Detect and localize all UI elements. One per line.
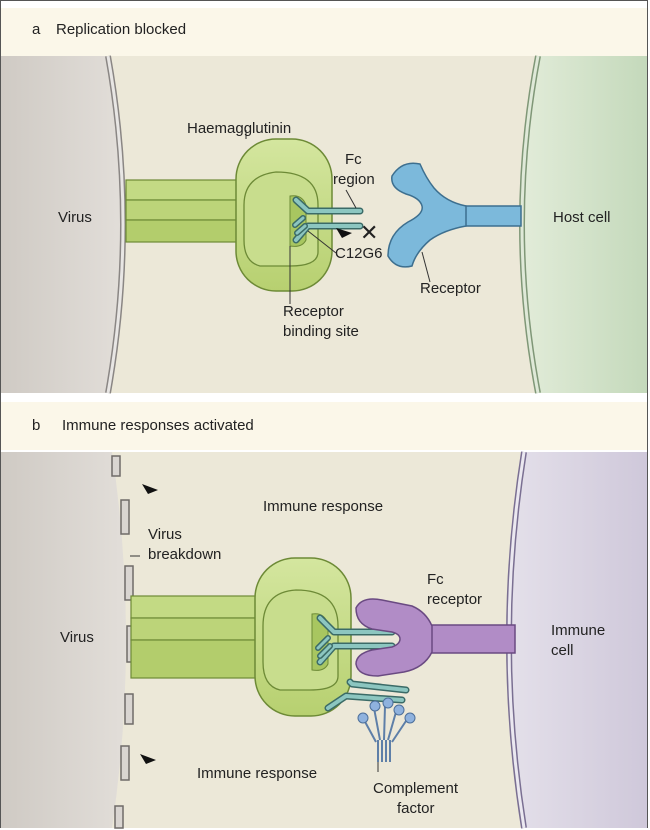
panel-b-header [1, 402, 647, 450]
label-fc-receptor-2: receptor [427, 591, 483, 608]
haemagglutinin-a [125, 138, 333, 292]
panel-a-header [1, 8, 647, 56]
receptor-a [387, 162, 522, 268]
label-fc-receptor-1: Fc [427, 571, 444, 588]
label-virus-b: Virus [60, 629, 94, 646]
label-complement-2: factor [397, 800, 435, 817]
label-virus-breakdown-1: Virus [148, 526, 182, 543]
label-rbs-2: binding site [283, 323, 359, 340]
virus-body-b [1, 452, 126, 828]
label-host-cell: Host cell [553, 209, 611, 226]
arrowhead-b-bottom [140, 754, 156, 764]
arrowhead-b-top [142, 484, 158, 494]
virus-membrane-fragments [111, 455, 136, 829]
panel-b-title: Immune responses activated [62, 417, 254, 434]
arrowhead-a [336, 228, 352, 238]
antibody-c12g6-a [292, 196, 364, 244]
virus-body-a [1, 56, 123, 393]
panel-b-letter: b [32, 417, 41, 434]
panel-a-letter: a [32, 21, 41, 38]
label-receptor: Receptor [420, 280, 481, 297]
label-c12g6: C12G6 [335, 245, 383, 262]
label-immune-cell-2: cell [551, 642, 574, 659]
label-immune-cell-1: Immune [551, 622, 606, 639]
panel-a-title: Replication blocked [56, 21, 187, 38]
host-cell-body [522, 56, 647, 393]
immune-cell-body [509, 452, 647, 828]
label-fc-region-2: region [333, 171, 375, 188]
antibody-b [315, 614, 410, 712]
label-complement-1: Complement [373, 780, 459, 797]
blocked-x-mark: ✕ [360, 220, 379, 245]
label-virus-breakdown-2: breakdown [148, 546, 222, 563]
label-fc-region-1: Fc [345, 151, 362, 168]
fc-receptor [355, 598, 516, 677]
label-haemagglutinin-a: Haemagglutinin [187, 120, 292, 137]
label-immune-response-top: Immune response [263, 498, 384, 515]
label-virus-a: Virus [58, 209, 92, 226]
label-rbs-1: Receptor [283, 303, 344, 320]
complement-factor [357, 697, 416, 762]
label-immune-response-bottom: Immune response [197, 765, 318, 782]
